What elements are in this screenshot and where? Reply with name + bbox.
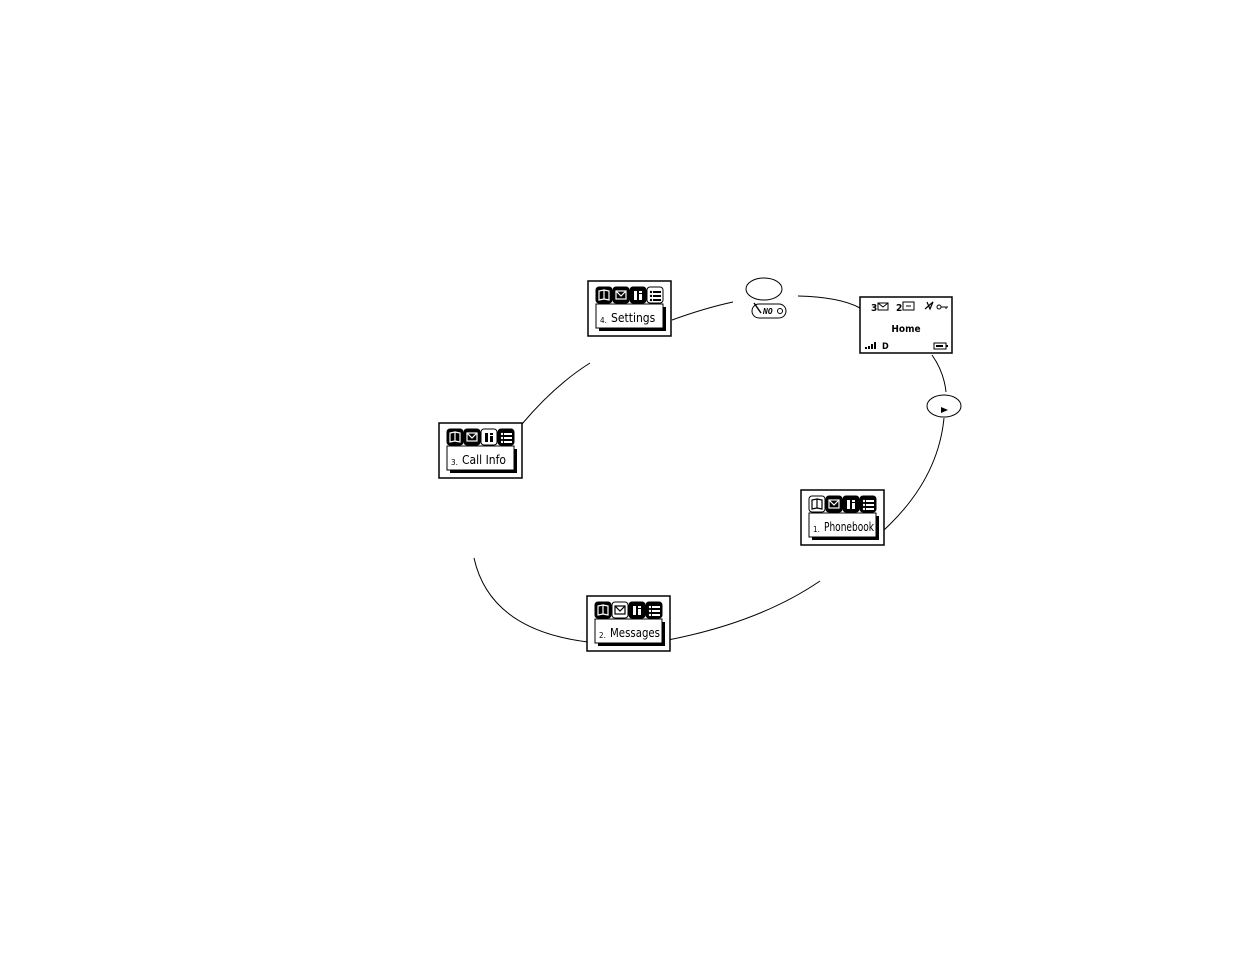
menu-tab-call-info	[480, 428, 498, 446]
menu-screen-phonebook: 1. Phonebook	[800, 489, 885, 546]
envelope-icon	[828, 499, 840, 509]
settings-list-icon	[648, 605, 660, 617]
home-label: Home	[891, 324, 920, 335]
end-call-icon	[753, 302, 762, 314]
signal-text: D	[882, 342, 889, 352]
connector-messages-to-callinfo	[473, 557, 589, 643]
connector-callinfo-to-settings	[521, 362, 591, 425]
silent-icon	[924, 301, 934, 311]
envelope-icon	[877, 302, 889, 311]
connector-home-to-right-key	[931, 354, 947, 393]
connector-lines	[473, 295, 947, 643]
menu-tab-settings-list	[646, 286, 664, 304]
battery-icon	[933, 342, 948, 350]
envelope-icon	[466, 432, 478, 442]
menu-tab-call-info	[628, 601, 646, 619]
top-soft-key[interactable]	[745, 277, 783, 301]
menu-item-label: Phonebook	[824, 520, 875, 534]
settings-list-icon	[500, 432, 512, 444]
call-info-icon	[633, 606, 641, 615]
no-key-label: NO	[762, 307, 773, 316]
menu-item-label: Call Info	[462, 453, 506, 467]
voicemail-icon	[902, 301, 915, 311]
menu-tab-phonebook	[594, 601, 612, 619]
connector-no-key-to-home	[797, 295, 861, 309]
menu-tab-settings-list	[859, 495, 877, 513]
settings-list-icon	[649, 290, 661, 302]
call-info-icon	[847, 500, 855, 509]
menu-item-number: 2.	[599, 631, 606, 640]
label-box	[808, 512, 877, 538]
signal-strength-icon	[865, 342, 876, 349]
menu-item-number: 1.	[813, 525, 820, 534]
voicemail-count: 2	[896, 303, 902, 314]
envelope-icon	[615, 290, 627, 300]
menu-tab-settings-list	[497, 428, 515, 446]
no-key[interactable]: NO	[751, 302, 787, 319]
menu-screen-call-info: 3. Call Info	[438, 422, 523, 479]
menu-item-label: Messages	[610, 626, 660, 640]
envelope-icon	[614, 605, 626, 615]
settings-list-icon	[862, 499, 874, 511]
call-info-icon	[634, 291, 642, 300]
phonebook-icon	[598, 289, 610, 301]
connector-right-key-to-phonebook	[883, 417, 945, 531]
connector-phonebook-to-messages	[667, 580, 821, 641]
label-box	[594, 618, 663, 644]
menu-tab-settings-list	[645, 601, 663, 619]
message-count: 3	[871, 303, 877, 314]
phonebook-icon	[597, 604, 609, 616]
phonebook-icon	[449, 431, 461, 443]
menu-tab-call-info	[842, 495, 860, 513]
menu-tab-call-info	[629, 286, 647, 304]
connector-settings-to-no-key	[671, 301, 734, 321]
phonebook-icon	[811, 498, 823, 510]
menu-screen-messages: 2. Messages	[586, 595, 671, 652]
call-info-icon	[485, 433, 493, 442]
right-key[interactable]	[926, 394, 962, 418]
menu-tab-envelope	[611, 601, 629, 619]
menu-screen-settings: 4. Settings	[587, 280, 672, 337]
menu-item-label: Settings	[611, 311, 656, 325]
menu-item-number: 3.	[451, 458, 458, 467]
key-lock-icon	[936, 304, 948, 310]
menu-tab-phonebook	[446, 428, 464, 446]
home-screen: 3 2 Home D	[859, 296, 953, 354]
menu-tab-envelope	[463, 428, 481, 446]
menu-tab-phonebook	[595, 286, 613, 304]
menu-tab-phonebook	[808, 495, 826, 513]
power-icon	[777, 308, 783, 314]
menu-tab-envelope	[825, 495, 843, 513]
menu-item-number: 4.	[600, 316, 607, 325]
menu-screens: 1. Phonebook 2. Messages 3. Call Info 4. Settin…	[438, 280, 885, 652]
label-box	[446, 445, 515, 471]
label-box	[595, 303, 664, 329]
right-arrow-icon	[941, 407, 948, 413]
menu-tab-envelope	[612, 286, 630, 304]
